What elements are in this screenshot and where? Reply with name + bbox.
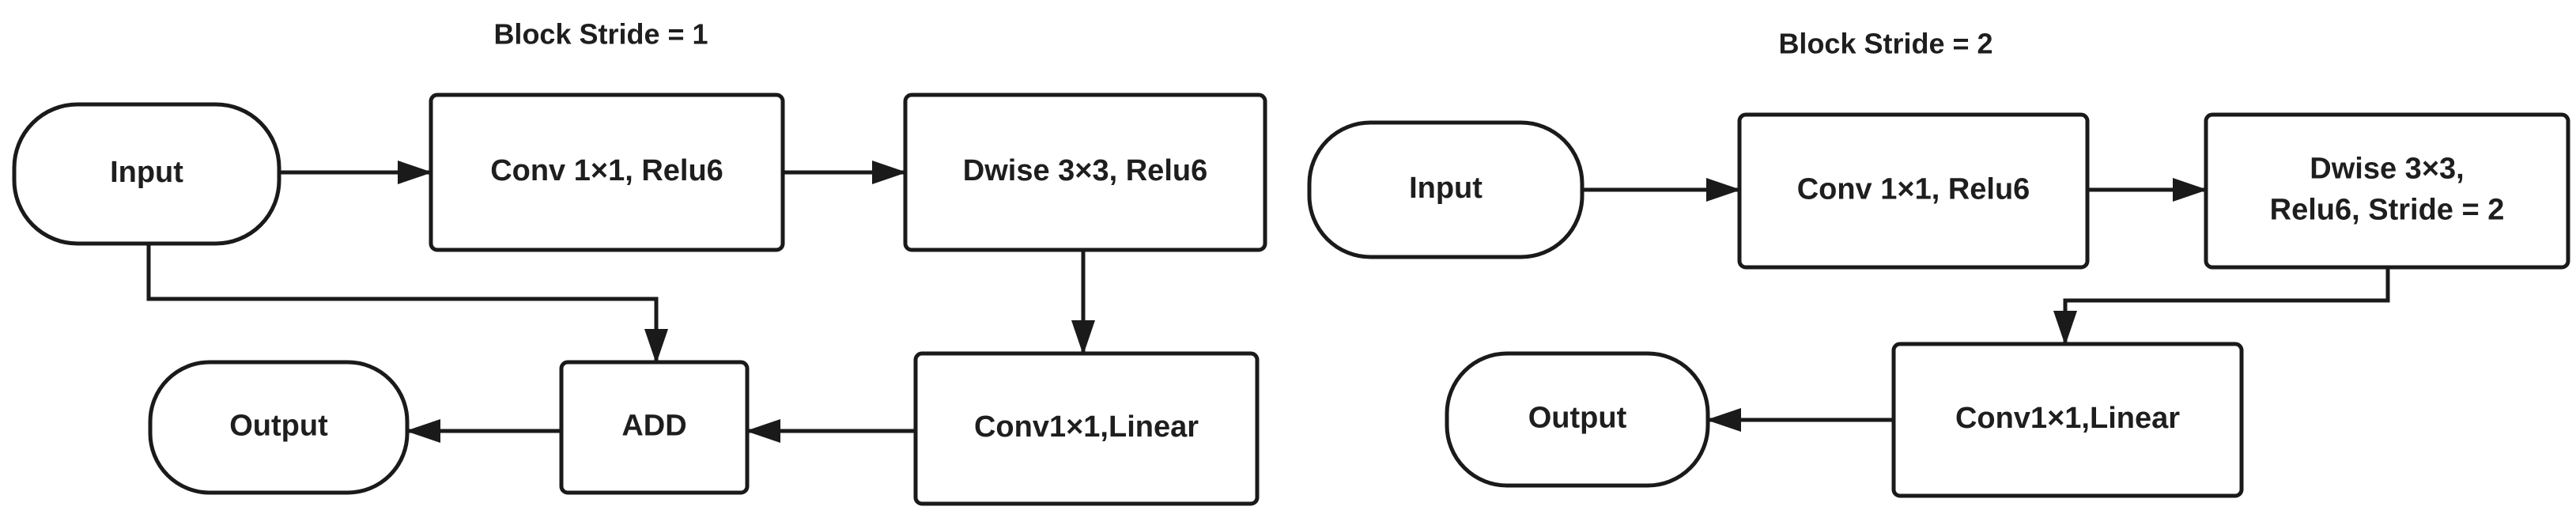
stride-1-node-add-shape [559, 360, 750, 495]
stride-1-node-dwise-shape [903, 93, 1267, 252]
stride-1-node-conv1-shape [429, 93, 785, 252]
titles-layer: Block Stride = 1 Block Stride = 2 [493, 18, 1992, 60]
stride-2-edge-dwise-to-conv2 [2053, 267, 2390, 346]
stride-1-node-dwise: Dwise 3×3, Relu6 [903, 93, 1267, 252]
stride-1-node-add: ADD [559, 360, 750, 495]
stride-1-node-output: Output [148, 360, 410, 495]
stride-2-node-conv1-label: Conv 1×1, Relu6 [1797, 173, 2030, 206]
stride-1-node-conv2: Conv1×1,Linear [913, 351, 1260, 506]
stride-2-node-conv2-label: Conv1×1,Linear [1955, 402, 2180, 435]
stride-2-node-output-label: Output [1528, 402, 1627, 435]
stride-2-node-output-shape [1445, 351, 1710, 488]
stride-2-node-conv2: Conv1×1,Linear [1891, 342, 2244, 498]
stride-2-node-input-label: Input [1409, 172, 1483, 205]
stride-1-node-conv2-label: Conv1×1,Linear [974, 410, 1199, 444]
stride-1-node-conv2-shape [913, 351, 1260, 506]
stride-1-edge-input-to-add [146, 244, 668, 364]
edges-layer [146, 161, 2390, 443]
stride-2-node-dwise: Dwise 3×3, Relu6, Stride = 2 [2204, 112, 2570, 270]
stride-2-diagram-title: Block Stride = 2 [1778, 28, 1992, 60]
stride-1-node-input-shape [12, 102, 281, 246]
stride-1-node-conv1-label: Conv 1×1, Relu6 [490, 154, 723, 187]
stride-2-node-conv2-shape [1891, 342, 2244, 498]
stride-2-node-dwise-label-line-1: Dwise 3×3, [2310, 153, 2464, 186]
stride-1-node-input: Input [12, 102, 281, 246]
stride-1-node-add-label: ADD [621, 410, 686, 443]
stride-2-node-input-shape [1307, 120, 1585, 259]
stride-1-node-dwise-label: Dwise 3×3, Relu6 [963, 154, 1207, 187]
stride-2-node-input: Input [1307, 120, 1585, 259]
stride-2-node-conv1: Conv 1×1, Relu6 [1737, 112, 2090, 270]
stride-2-node-dwise-shape [2204, 112, 2570, 270]
stride-2-node-conv1-shape [1737, 112, 2090, 270]
stride-1-node-output-shape [148, 360, 410, 495]
stride-2-node-output: Output [1445, 351, 1710, 488]
stride-2-node-dwise-label-line-2: Relu6, Stride = 2 [2270, 194, 2505, 227]
stride-1-diagram-title: Block Stride = 1 [493, 18, 708, 51]
stride-1-node-conv1: Conv 1×1, Relu6 [429, 93, 785, 252]
stride-1-node-output-label: Output [229, 410, 328, 443]
stride-1-node-input-label: Input [110, 156, 183, 189]
